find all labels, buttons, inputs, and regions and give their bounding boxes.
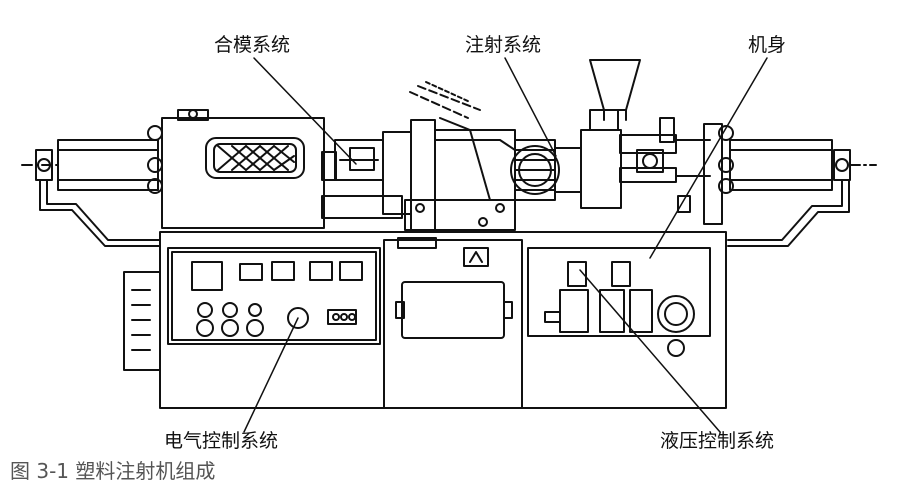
clamping-unit-housing bbox=[161, 109, 403, 229]
label-mold-clamping-system: 合模系统 bbox=[214, 34, 291, 56]
label-hydraulic-control-system: 液压控制系统 bbox=[660, 430, 775, 452]
injection-unit bbox=[510, 59, 711, 213]
machine-base bbox=[123, 231, 727, 409]
label-machine-body: 机身 bbox=[748, 34, 787, 56]
right-clamp-cylinder bbox=[703, 123, 877, 247]
hydraulic-compartment bbox=[527, 247, 711, 357]
electrical-control-panel bbox=[167, 247, 381, 345]
label-injection-system: 注射系统 bbox=[465, 34, 542, 56]
leader-lines bbox=[243, 57, 768, 433]
figure-caption: 图 3-1 塑料注射机组成 bbox=[10, 459, 216, 483]
left-clamp-cylinder bbox=[21, 125, 163, 247]
label-electrical-control-system: 电气控制系统 bbox=[164, 430, 279, 452]
